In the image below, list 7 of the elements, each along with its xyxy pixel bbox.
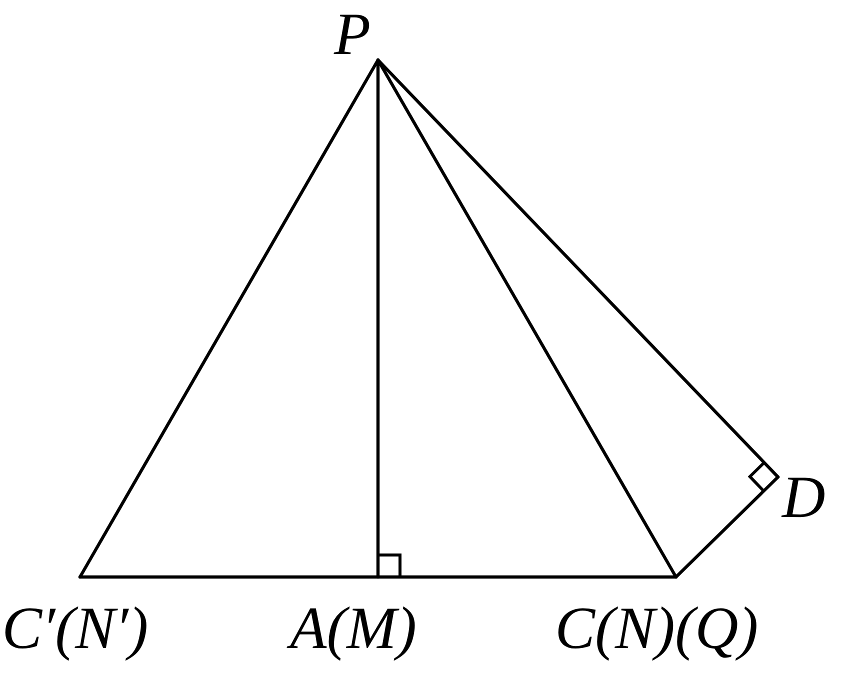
point-label: C′(N′)	[2, 598, 148, 658]
point-label: P	[334, 4, 371, 64]
line-segment	[674, 475, 780, 579]
line-segment	[376, 58, 780, 479]
line-segment	[78, 575, 380, 579]
point-label: D	[782, 467, 826, 527]
line-segment	[376, 575, 678, 579]
